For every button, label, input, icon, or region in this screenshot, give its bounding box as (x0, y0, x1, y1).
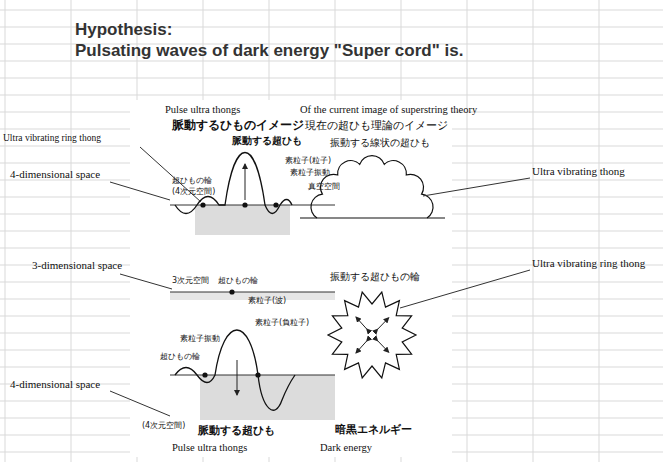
callout-label: 4-dimensional space (10, 378, 100, 391)
part-label: (4次元空間) (142, 421, 185, 430)
callout-label: Ultra vibrating ring thong (3, 133, 101, 144)
part-label: 脈動する超ひも (232, 135, 302, 147)
part-label: 3次元空間 (172, 276, 209, 285)
part-label: 素粒子振動 (180, 334, 220, 343)
part-label: 素粒子(粒子) (285, 156, 331, 165)
callout-label: 4-dimensional space (10, 168, 100, 181)
part-label: 素粒子(負粒子) (255, 318, 309, 327)
part-label: 真空空間 (308, 182, 340, 191)
title: Hypothesis: (75, 20, 172, 40)
jp-heading: 現在の超ひも理論のイメージ (305, 120, 448, 133)
part-label: 暗黒エネルギー (335, 424, 412, 437)
callout-label: Ultra vibrating ring thong (532, 257, 645, 270)
part-label: 素粒子振動 (290, 168, 330, 177)
part-label: 振動する超ひもの輪 (330, 272, 420, 283)
callout-label: 3-dimensional space (32, 259, 122, 272)
part-label: 超ひもの輪 (172, 176, 212, 185)
column-heading: Pulse ultra thongs (172, 442, 247, 454)
column-heading: Dark energy (320, 442, 372, 454)
jp-heading: 脈動するひものイメージ (172, 119, 304, 133)
column-heading: Of the current image of superstring theo… (300, 104, 477, 116)
part-label: 振動する線状の超ひも (330, 137, 430, 149)
headline: Pulsating waves of dark energy "Super co… (75, 41, 463, 61)
callout-label: Ultra vibrating thong (532, 165, 625, 178)
part-label: 脈動する超ひも (198, 425, 275, 438)
part-label: 超ひもの輪 (218, 276, 258, 285)
part-label: 素粒子(波) (248, 296, 286, 305)
column-heading: Pulse ultra thongs (165, 104, 240, 116)
part-label: (4次元空間) (172, 187, 215, 196)
part-label: 超ひもの輪 (160, 352, 200, 361)
